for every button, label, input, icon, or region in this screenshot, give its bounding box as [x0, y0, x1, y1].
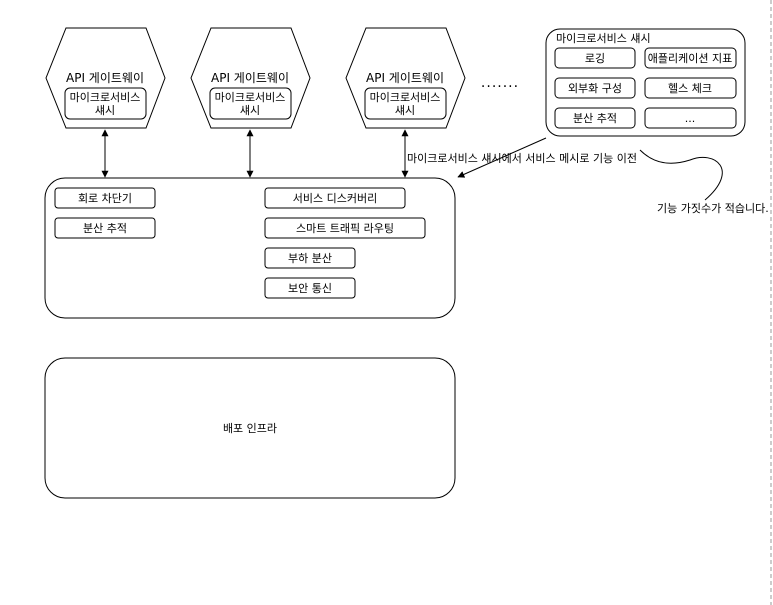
mesh-item-secure-comm: 보안 통신 — [288, 282, 332, 295]
mesh-item-box — [54, 217, 156, 239]
mesh-item-box — [54, 187, 156, 209]
mesh-item-load-balancing: 부하 분산 — [288, 251, 332, 265]
gateway-title: API 게이트웨이 — [66, 71, 144, 85]
note-callout-curve — [639, 149, 723, 201]
chassis-panel-title: 마이크로서비스 섀시 — [556, 32, 651, 45]
gateway-chassis-label-line: 마이크로서비스 — [215, 91, 286, 104]
chassis-item-app-metrics: 애플리케이션 지표 — [648, 52, 732, 65]
chassis-item-distributed-tracing: 분산 추적 — [573, 112, 617, 125]
gateway-title: API 게이트웨이 — [211, 71, 289, 85]
gateway-chassis-label-line: 마이크로서비스 — [70, 91, 141, 104]
mesh-item-circuit-breaker: 회로 차단기 — [78, 192, 132, 205]
mesh-item-distributed-tracing: 분산 추적 — [83, 222, 127, 235]
chassis-panel[interactable]: 마이크로서비스 섀시 로깅 애플리케이션 지표 외부화 구성 헬스 체크 분산 … — [545, 28, 746, 137]
gateway-chassis-label-line: 섀시 — [240, 104, 260, 117]
deploy-infra-frame — [44, 357, 456, 499]
migration-label: 마이크로서비스 섀시에서 서비스 메시로 기능 이전 — [407, 152, 637, 165]
mesh-item-box — [264, 187, 406, 209]
chassis-item-health-check: 헬스 체크 — [668, 82, 712, 95]
gateway-chassis-label-line: 섀시 — [95, 104, 115, 117]
mesh-item-box — [264, 217, 426, 239]
chassis-item-external-config: 외부화 구성 — [568, 82, 622, 95]
chassis-item-box — [644, 107, 737, 129]
service-mesh-container[interactable]: 회로 차단기 분산 추적 서비스 디스커버리 스마트 트래픽 라우팅 부하 분산… — [44, 177, 456, 319]
gateway-chassis-label-line: 섀시 — [395, 104, 415, 117]
gateway-chassis-box — [209, 87, 292, 120]
gateway-chassis-box — [364, 87, 447, 120]
chassis-item-more: ... — [685, 112, 696, 125]
chassis-item-box — [554, 47, 636, 69]
chassis-item-box — [554, 77, 636, 99]
chassis-item-box — [554, 107, 636, 129]
chassis-item-box — [644, 47, 737, 69]
mesh-item-service-discovery: 서비스 디스커버리 — [293, 192, 377, 205]
deploy-infra-container[interactable]: 배포 인프라 — [44, 357, 456, 499]
gateway-title: API 게이트웨이 — [366, 71, 444, 85]
migration-arrow — [457, 137, 547, 178]
mesh-item-box — [264, 277, 356, 299]
deploy-infra-label: 배포 인프라 — [223, 422, 277, 435]
note-text: 기능 가짓수가 적습니다. — [657, 202, 769, 215]
chassis-item-logging: 로깅 — [585, 52, 605, 65]
gateway-chassis-label-line: 마이크로서비스 — [370, 91, 441, 104]
mesh-item-smart-routing: 스마트 트래픽 라우팅 — [296, 222, 394, 235]
chassis-item-box — [644, 77, 737, 99]
more-gateways-ellipsis: ······· — [481, 79, 519, 95]
gateway-chassis-box — [64, 87, 147, 120]
mesh-item-box — [264, 247, 356, 269]
